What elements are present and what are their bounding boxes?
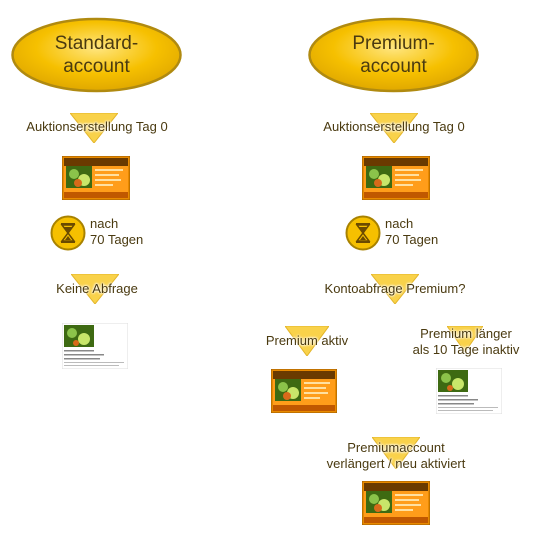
standard-account-ellipse xyxy=(11,17,182,93)
premium-step2-label: Kontoabfrage Premium? xyxy=(324,281,466,296)
premium-account-title: Premium- account xyxy=(352,33,435,77)
premium-active-premium-listing-thumbnail xyxy=(271,369,337,413)
standard-listing-thumbnail xyxy=(62,323,128,369)
standard-step2-label: Keine Abfrage xyxy=(56,281,138,296)
standard-account-node: Standard- account xyxy=(10,16,183,94)
premium-wait-label: nach 70 Tagen xyxy=(385,216,439,247)
standard-day0-premium-listing-thumbnail xyxy=(62,156,130,200)
premium-renewal-triangle xyxy=(372,437,420,469)
premium-active-triangle xyxy=(285,326,329,356)
premium-day0-premium-listing-thumbnail xyxy=(362,156,430,200)
standard-step1-triangle xyxy=(70,113,118,143)
standard-wait-label: nach 70 Tagen xyxy=(90,216,144,247)
premium-renewed-premium-listing-thumbnail xyxy=(362,481,430,525)
premium-step2-triangle xyxy=(371,274,419,304)
premium-inactive-standard-listing-thumbnail xyxy=(436,368,502,414)
standard-account-title: Standard- account xyxy=(54,33,139,77)
premium-active-label: Premium aktiv xyxy=(265,333,349,348)
premium-renewal-label: Premiumaccount verlängert / neu aktivier… xyxy=(326,440,466,471)
premium-step1-label: Auktionserstellung Tag 0 xyxy=(323,119,465,134)
premium-inactive-label: Premium länger als 10 Tage inaktiv xyxy=(412,326,520,357)
standard-step2-triangle xyxy=(71,274,119,304)
premium-inactive-triangle xyxy=(447,326,483,352)
premium-step1-triangle xyxy=(370,113,418,143)
premium-account-ellipse xyxy=(308,17,479,93)
hourglass-icon xyxy=(50,215,86,251)
standard-step1-label: Auktionserstellung Tag 0 xyxy=(26,119,168,134)
premium-account-node: Premium- account xyxy=(307,16,480,94)
hourglass-icon xyxy=(345,215,381,251)
